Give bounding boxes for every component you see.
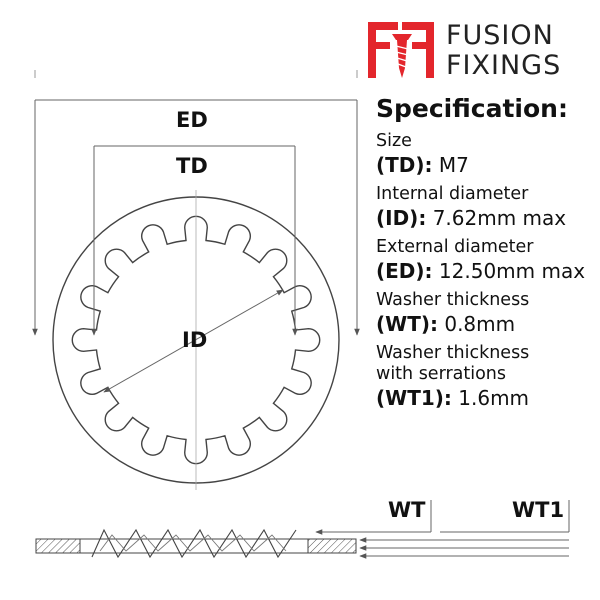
spec-label: Internal diameter: [376, 184, 529, 204]
specification-title: Specification:: [376, 94, 568, 123]
spec-code: (ID):: [376, 206, 427, 230]
spec-value: 0.8mm: [444, 312, 516, 336]
spec-value-row: (WT1): 1.6mm: [376, 385, 596, 411]
spec-value-row: (ED): 12.50mm max: [376, 258, 596, 284]
spec-value-row: (WT): 0.8mm: [376, 311, 596, 337]
brand-logo: FUSION FIXINGS: [366, 18, 586, 82]
washer-serrated-inner-edge: [71, 215, 321, 465]
brand-name-line1: FUSION: [446, 20, 554, 51]
spec-code: (TD):: [376, 153, 433, 177]
spec-item-thickness-with-serrations: Washer thickness with serrations (WT1): …: [376, 343, 596, 411]
spec-value-row: (ID): 7.62mm max: [376, 205, 596, 231]
specification-panel: Specification: Size (TD): M7 Internal di…: [376, 94, 596, 417]
spec-value-row: (TD): M7: [376, 152, 596, 178]
washer-side-profile: [35, 528, 357, 559]
wt1-label: WT1: [512, 498, 565, 522]
spec-label: Washer thickness: [376, 290, 530, 310]
brand-name-line2: FIXINGS: [446, 50, 562, 81]
spec-item-washer-thickness: Washer thickness (WT): 0.8mm: [376, 290, 596, 337]
ed-label: ED: [176, 108, 208, 132]
spec-value: 7.62mm max: [432, 206, 567, 230]
spec-item-internal-diameter: Internal diameter (ID): 7.62mm max: [376, 184, 596, 231]
ff-screw-logo-icon: [368, 22, 434, 78]
td-label: TD: [176, 154, 208, 178]
spec-label: External diameter: [376, 237, 534, 257]
id-dimension-line: [103, 289, 284, 393]
spec-code: (WT1):: [376, 386, 452, 410]
spec-value: M7: [438, 153, 469, 177]
spec-label: Washer thickness with serrations: [376, 343, 530, 384]
spec-code: (WT):: [376, 312, 438, 336]
wt-label: WT: [388, 498, 426, 522]
id-label: ID: [182, 328, 208, 352]
spec-value: 12.50mm max: [438, 259, 586, 283]
spec-item-external-diameter: External diameter (ED): 12.50mm max: [376, 237, 596, 284]
spec-value: 1.6mm: [458, 386, 530, 410]
spec-label: Size: [376, 131, 412, 151]
spec-item-size: Size (TD): M7: [376, 131, 596, 178]
spec-code: (ED):: [376, 259, 433, 283]
